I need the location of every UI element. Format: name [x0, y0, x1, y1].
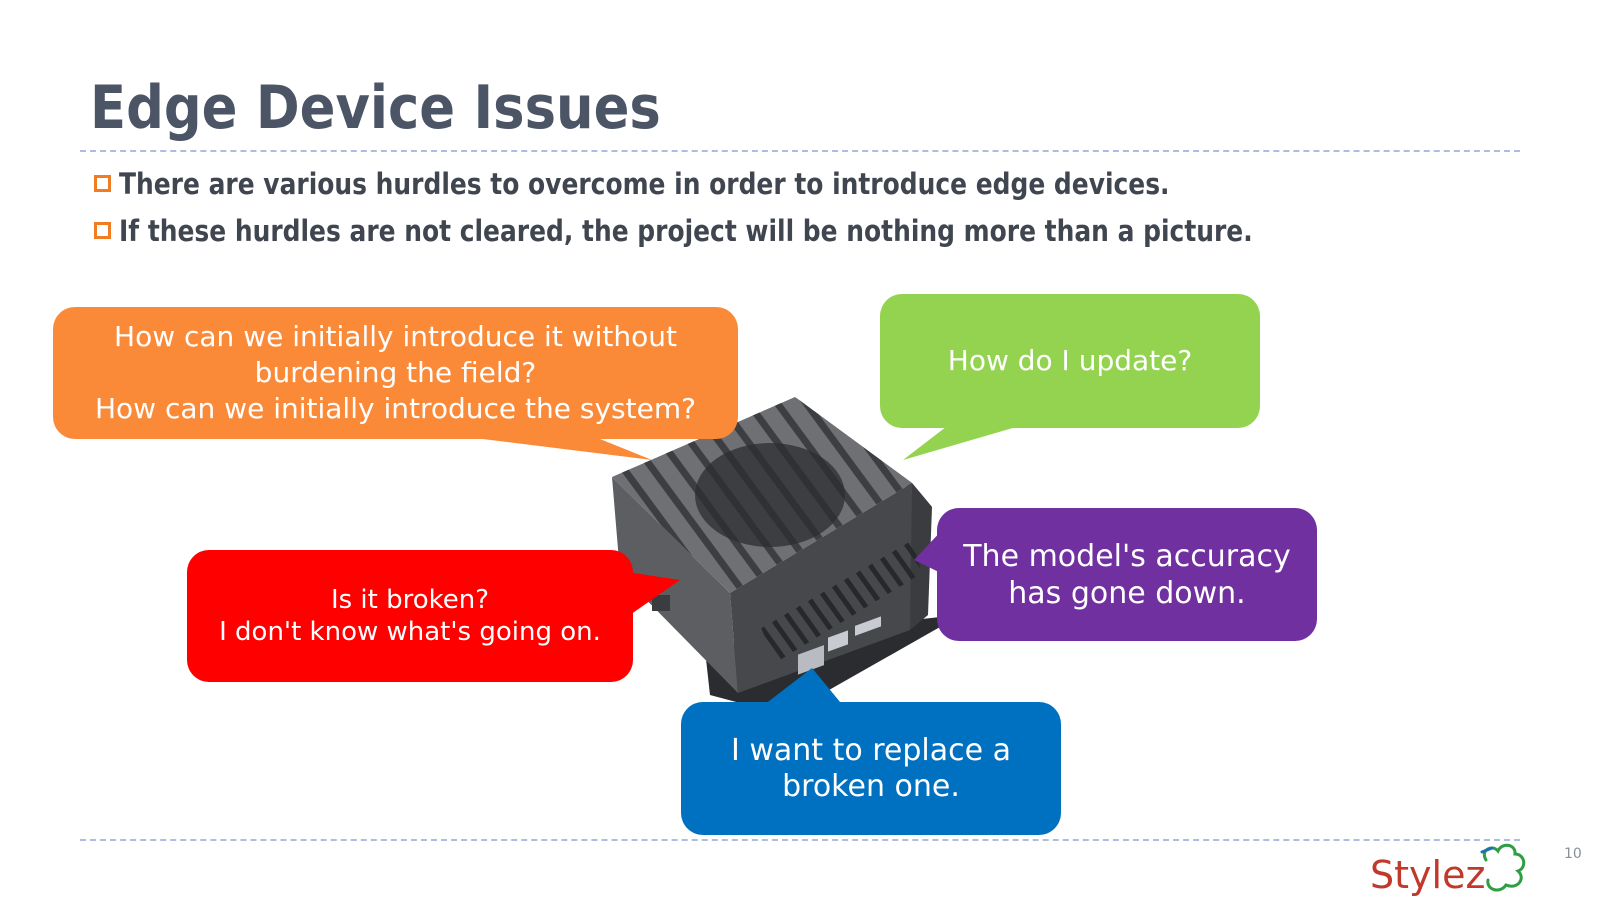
footer-divider [80, 839, 1520, 841]
square-bullet-icon [94, 175, 111, 192]
square-bullet-icon [94, 222, 111, 239]
logo-cloud-icon [1483, 843, 1526, 892]
speech-bubble-update: How do I update? [880, 294, 1260, 428]
speech-bubble-accuracy: The model's accuracy has gone down. [937, 508, 1317, 641]
speech-bubble-text: How can we initially introduce it withou… [95, 320, 696, 425]
slide-title: Edge Device Issues [90, 73, 661, 143]
green-bubble-tail [903, 420, 1040, 460]
logo-accent-icon [1480, 846, 1494, 854]
bullet-text: There are various hurdles to overcome in… [119, 166, 1170, 201]
page-number: 10 [1564, 846, 1582, 862]
speech-bubble-text: How do I update? [947, 344, 1193, 377]
speech-bubble-text: I want to replace a broken one. [730, 732, 1012, 804]
logo-text: Stylez [1370, 853, 1485, 897]
speech-bubble-text: The model's accuracy has gone down. [963, 538, 1291, 611]
title-divider [80, 150, 1520, 152]
speech-bubble-broken: Is it broken? I don't know what's going … [187, 550, 633, 682]
speech-bubble-replace: I want to replace a broken one. [681, 702, 1061, 835]
bullet-list: There are various hurdles to overcome in… [94, 160, 1437, 254]
bullet-item: If these hurdles are not cleared, the pr… [94, 207, 1437, 254]
bullet-text: If these hurdles are not cleared, the pr… [119, 213, 1253, 248]
stylez-logo: Stylez [1370, 843, 1526, 897]
speech-bubble-text: Is it broken? I don't know what's going … [219, 585, 601, 647]
orange-bubble-tail [450, 435, 652, 460]
speech-bubble-introduction: How can we initially introduce it withou… [53, 307, 738, 439]
red-bubble-tail [627, 572, 680, 617]
bullet-item: There are various hurdles to overcome in… [94, 160, 1437, 207]
blue-bubble-tail [760, 668, 845, 708]
